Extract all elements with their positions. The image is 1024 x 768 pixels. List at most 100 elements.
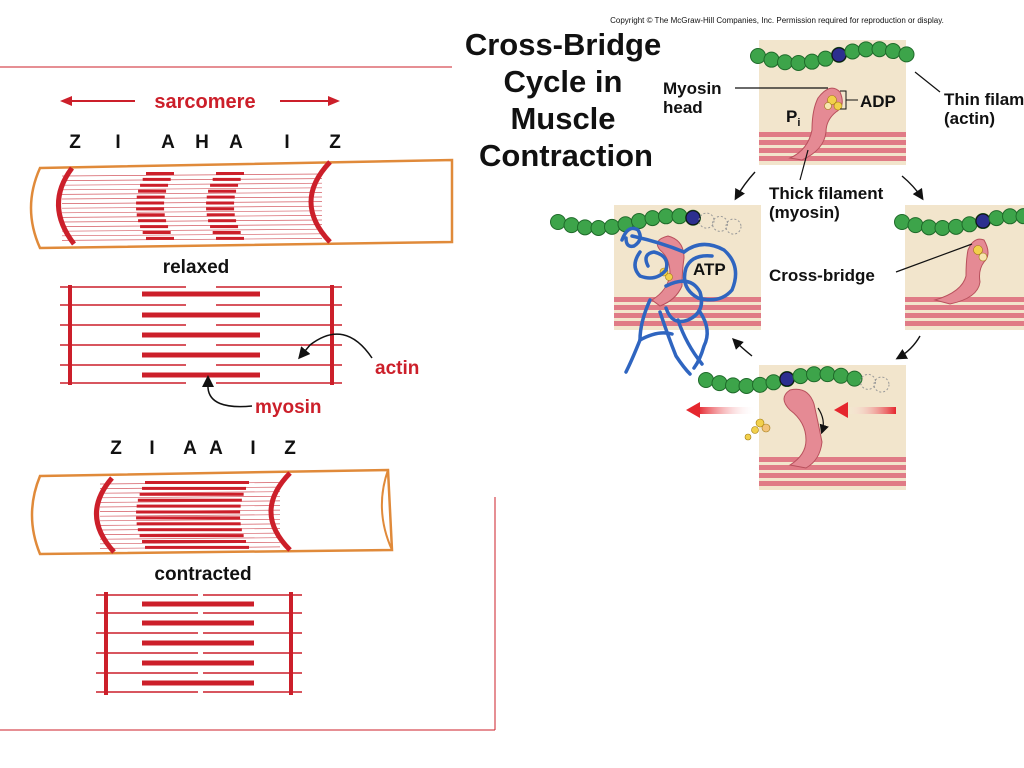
myosin-bar bbox=[216, 236, 244, 240]
actin-line bbox=[61, 215, 323, 218]
actin-line bbox=[61, 173, 323, 177]
relaxed-schematic bbox=[60, 285, 342, 385]
myosin-bar bbox=[145, 545, 249, 549]
actin-bead bbox=[752, 376, 768, 393]
myosin-filament bbox=[142, 372, 260, 378]
actin-bead bbox=[898, 46, 915, 63]
actin-line bbox=[99, 537, 281, 540]
actin-bead bbox=[577, 219, 593, 236]
actin-bead bbox=[873, 376, 890, 393]
actin-line bbox=[61, 187, 323, 191]
actin-bead bbox=[844, 43, 861, 60]
actin-bead bbox=[725, 377, 741, 394]
myosin-head-right bbox=[933, 238, 989, 305]
actin-bead bbox=[658, 208, 674, 225]
myosin-head-top bbox=[788, 87, 843, 161]
actin-bead bbox=[790, 54, 807, 71]
band-z-left: Z bbox=[69, 132, 81, 153]
band-labels-contracted: Z I A A I Z bbox=[110, 438, 296, 459]
actin-line bbox=[61, 224, 323, 227]
actin-bead bbox=[631, 213, 647, 230]
actin-line bbox=[61, 178, 323, 181]
svg-text:Pi: Pi bbox=[786, 107, 800, 129]
actin-line bbox=[99, 518, 281, 522]
actin-bead bbox=[934, 219, 951, 236]
sarcomere-title: sarcomere bbox=[154, 91, 255, 113]
actin-bead bbox=[833, 367, 849, 384]
sarcomere-arrowhead-left bbox=[60, 96, 72, 106]
myosin-filament bbox=[142, 312, 260, 318]
actin-bead bbox=[550, 214, 566, 230]
relaxed-label: relaxed bbox=[163, 257, 230, 278]
actin-bead bbox=[698, 212, 715, 229]
myosin-bar bbox=[208, 219, 237, 223]
myosin-bar bbox=[206, 207, 235, 211]
myosin-bar bbox=[136, 195, 165, 199]
z-disc-left-c bbox=[94, 476, 116, 554]
actin-line bbox=[99, 532, 281, 535]
thick-filament-band bbox=[759, 148, 906, 153]
cycle-title: Cross-Bridge Cycle in Muscle Contraction bbox=[465, 27, 661, 173]
hand-drawn-annotation bbox=[620, 226, 738, 376]
cross-bridge-label: Cross-bridge bbox=[769, 266, 875, 285]
actin-bead bbox=[777, 54, 793, 71]
actin-bead bbox=[1002, 208, 1018, 225]
sliding-arrow-right bbox=[846, 407, 896, 414]
cycle-arrows bbox=[732, 171, 924, 360]
thick-filament-band bbox=[905, 313, 1024, 318]
actin-bead bbox=[817, 50, 834, 67]
actin-line bbox=[99, 541, 281, 545]
thick-filament-band bbox=[905, 321, 1024, 326]
band-a-left: A bbox=[161, 132, 175, 153]
myosin-filament bbox=[142, 680, 254, 686]
adp-callout: ADP bbox=[840, 90, 896, 111]
thick-filament-band bbox=[759, 465, 906, 470]
band-i-right: I bbox=[284, 132, 289, 153]
myosin-bar bbox=[142, 486, 247, 490]
actin-line bbox=[99, 495, 281, 499]
actin-line bbox=[61, 201, 323, 204]
actin-bead bbox=[792, 368, 809, 385]
copyright-notice: Copyright © The McGraw-Hill Companies, I… bbox=[610, 16, 944, 25]
myosin-bar bbox=[136, 213, 165, 217]
actin-bead bbox=[725, 218, 742, 235]
actin-bead bbox=[871, 41, 888, 58]
myosin-bar bbox=[146, 172, 174, 175]
band-a-right-c: A bbox=[209, 438, 223, 459]
actin-bead bbox=[563, 217, 580, 234]
myosin-bar bbox=[139, 492, 244, 496]
myosin-filament bbox=[142, 352, 260, 358]
myosin-bar bbox=[216, 172, 244, 175]
thick-filament-band bbox=[614, 297, 761, 302]
contracted-schematic bbox=[96, 592, 302, 695]
myosin-bar bbox=[212, 231, 241, 234]
thin-filament-label-1: Thin filament bbox=[944, 90, 1024, 109]
myosin-filament bbox=[142, 601, 254, 607]
actin-bead bbox=[819, 366, 836, 383]
actin-bead bbox=[961, 216, 978, 233]
band-z-right-c: Z bbox=[284, 438, 296, 459]
actin-bead bbox=[698, 372, 714, 388]
actin-pointer bbox=[298, 333, 373, 360]
cycle-title-line-2: Cycle in bbox=[504, 64, 623, 99]
actin-bead bbox=[921, 219, 937, 236]
band-i-left: I bbox=[115, 132, 120, 153]
myosin-filament bbox=[142, 660, 254, 666]
band-labels-relaxed: Z I A H A I Z bbox=[69, 132, 341, 153]
myosin-bar bbox=[138, 189, 167, 193]
cross-bridge-panel: Copyright © The McGraw-Hill Companies, I… bbox=[465, 16, 1024, 490]
released-phosphate bbox=[744, 418, 771, 441]
myosin-bar bbox=[206, 195, 235, 199]
sarcomere-arrowhead-right bbox=[328, 96, 340, 106]
actin-line bbox=[61, 192, 323, 195]
actin-bead bbox=[860, 373, 876, 390]
relaxed-myofibril-3d bbox=[29, 158, 454, 250]
myosin-bar bbox=[136, 516, 241, 520]
myosin-head-label-2: head bbox=[663, 98, 703, 117]
myosin-bar bbox=[208, 189, 237, 193]
atp-label: ATP bbox=[693, 260, 726, 279]
band-i-left-c: I bbox=[149, 438, 154, 459]
actin-line bbox=[61, 196, 323, 200]
thick-filament-band bbox=[759, 140, 906, 145]
myosin-head-label-1: Myosin bbox=[663, 79, 722, 98]
